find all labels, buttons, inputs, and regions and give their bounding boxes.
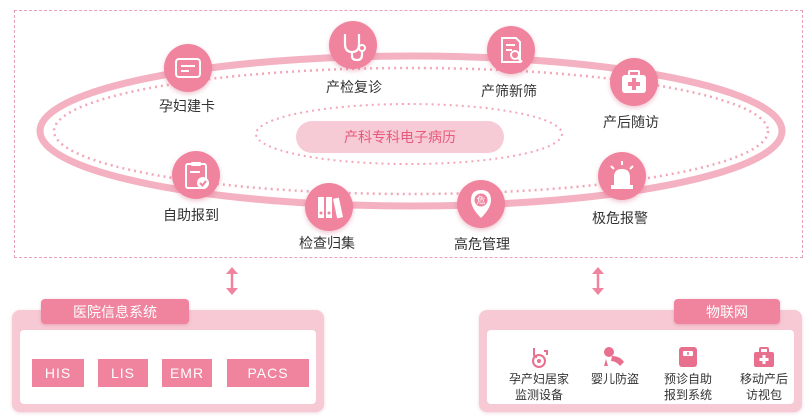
system-his[interactable]: HIS: [32, 359, 84, 387]
document-search-icon: [487, 26, 535, 74]
node-label: 产检复诊: [326, 79, 382, 95]
iot-item-label: 移动产后: [739, 372, 788, 386]
scale-icon: [679, 347, 697, 367]
first-aid-kit-icon: [610, 58, 658, 106]
hospital-panel-title: 医院信息系统: [41, 299, 189, 324]
system-pacs[interactable]: PACS: [227, 359, 309, 387]
iot-item-infant-security[interactable]: 婴儿防盗: [583, 344, 647, 388]
system-lis[interactable]: LIS: [98, 359, 148, 387]
ehr-overview-frame: [14, 10, 803, 258]
iot-panel-title: 物联网: [674, 299, 780, 324]
iot-item-label: 预诊自助: [663, 372, 712, 386]
stethoscope-icon: [329, 21, 377, 69]
panel-title-text: 医院信息系统: [73, 303, 157, 320]
danger-pin-icon: 危: [457, 180, 505, 228]
iot-link-arrow: [592, 267, 604, 295]
binders-icon: [305, 183, 353, 231]
system-emr[interactable]: EMR: [162, 359, 212, 387]
iot-item-label: 孕产妇居家: [508, 372, 569, 386]
baby-icon: [604, 347, 624, 366]
node-label: 检查归集: [299, 235, 355, 251]
node-label: 自助报到: [163, 207, 219, 223]
iot-item-label: 监测设备: [514, 388, 563, 402]
system-label: EMR: [169, 365, 205, 381]
iot-item-label: 婴儿防盗: [590, 372, 639, 386]
monitor-device-icon: [532, 348, 548, 368]
node-label: 产筛新筛: [481, 83, 537, 99]
alarm-siren-icon: [598, 152, 646, 200]
node-label: 产后随访: [603, 114, 659, 130]
system-label: HIS: [44, 365, 72, 381]
panel-title-text: 物联网: [706, 303, 748, 320]
id-card-icon: [164, 44, 212, 92]
node-label: 孕妇建卡: [159, 98, 215, 114]
iot-item-label: 访视包: [745, 388, 782, 402]
clipboard-check-icon: [172, 151, 220, 199]
node-label: 极危报警: [592, 210, 648, 226]
system-label: LIS: [110, 365, 135, 381]
iot-item-self-checkin[interactable]: 预诊自助 报到系统: [652, 344, 724, 402]
iot-item-label: 报到系统: [663, 388, 712, 402]
iot-item-postpartum-kit[interactable]: 移动产后 访视包: [728, 344, 800, 402]
center-title: 产科专科电子病历: [344, 129, 456, 145]
svg-text:危: 危: [476, 195, 485, 207]
iot-panel: [479, 310, 802, 412]
hospital-link-arrow: [226, 267, 238, 295]
system-label: PACS: [247, 365, 289, 381]
medical-kit-icon: [754, 347, 774, 367]
iot-item-home-monitor[interactable]: 孕产妇居家 监测设备: [500, 344, 578, 402]
specialty-emr-center: 产科专科电子病历: [296, 121, 504, 153]
orbit-rings: [36, 52, 786, 210]
node-label: 高危管理: [454, 236, 510, 252]
